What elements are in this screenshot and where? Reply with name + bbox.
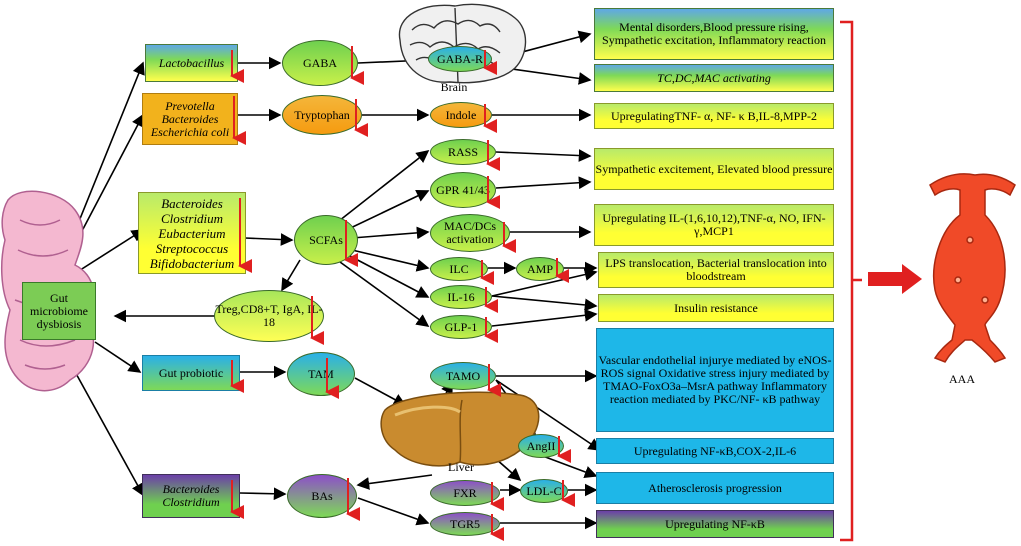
gaba-r-node: GABA-R bbox=[428, 46, 492, 72]
bacteria-name: Escherichia coli bbox=[150, 124, 230, 139]
outcome-atherosclerosis: Atherosclerosis progression bbox=[596, 472, 834, 504]
outcome-tnf: UpregulatingTNF- α, NF- κ B,IL-8,MPP-2 bbox=[594, 103, 834, 129]
il16-node: IL-16 bbox=[430, 285, 492, 309]
prevotella-box: Prevotella Bacteroides Escherichia coli bbox=[142, 93, 238, 145]
outcome-nfkb-cox: Upregulating NF-κB,COX-2,IL-6 bbox=[596, 438, 834, 464]
outcome-sympathetic: Sympathetic excitement, Elevated blood p… bbox=[594, 148, 834, 190]
outcome-nfkb: Upregulating NF-κB bbox=[596, 510, 834, 538]
scfa-bacteria-box: Bacteroides Clostridium Eubacterium Stre… bbox=[138, 192, 246, 274]
bacteria-name: Streptococcus bbox=[155, 240, 229, 256]
outcome-insulin: Insulin resistance bbox=[598, 294, 834, 322]
gaba-oval: GABA bbox=[282, 40, 358, 86]
bacteria-name: Bacteroides bbox=[161, 195, 223, 211]
ilc-node: ILC bbox=[430, 257, 488, 281]
tamo-node: TAMO bbox=[430, 362, 496, 390]
aaa-label: AAA bbox=[949, 372, 975, 386]
fxr-node: FXR bbox=[430, 480, 500, 506]
bacteria-name: Prevotella bbox=[165, 98, 215, 113]
mac-dc-node: MAC/DCs activation bbox=[430, 214, 510, 252]
outcome-mental: Mental disorders,Blood pressure rising, … bbox=[594, 8, 834, 60]
ldlc-node: LDL-C bbox=[520, 479, 568, 503]
tam-oval: TAM bbox=[287, 352, 355, 396]
outcome-lps: LPS translocation, Bacterial translocati… bbox=[598, 252, 834, 288]
amp-node: AMP bbox=[516, 257, 564, 281]
bacteria-name: Bifidobacterium bbox=[149, 255, 235, 271]
outcome-tc-dc: TC,DC,MAC activating bbox=[594, 64, 834, 92]
liver-label: Liver bbox=[448, 460, 474, 474]
ba-bacteria-box: Bacteroides Clostridium bbox=[142, 474, 240, 518]
treg-oval: Treg,CD8+T, IgA, IL-18 bbox=[214, 290, 324, 342]
outcome-vascular: Vascular endothelial injurye mediated by… bbox=[596, 328, 834, 432]
big-red-arrow bbox=[868, 264, 922, 294]
gut-probiotic-box: Gut probiotic bbox=[142, 355, 240, 391]
glp1-node: GLP-1 bbox=[430, 315, 492, 339]
bacteria-name: Eubacterium bbox=[158, 225, 226, 241]
arrows-middle bbox=[238, 30, 602, 530]
bacteria-name: Bacteroides bbox=[161, 111, 219, 126]
bacteria-name: Clostridium bbox=[162, 495, 220, 509]
scfas-oval: SCFAs bbox=[294, 215, 358, 265]
outcome-il: Upregulating IL-(1,6,10,12),TNF-α, NO, I… bbox=[594, 204, 834, 246]
tryptophan-oval: Tryptophan bbox=[282, 95, 362, 135]
indole-node: Indole bbox=[430, 102, 492, 128]
brain-label: Brain bbox=[440, 80, 468, 94]
tgr5-node: TGR5 bbox=[430, 512, 500, 536]
bas-oval: BAs bbox=[287, 474, 357, 518]
bacteria-name: Bacteroides bbox=[162, 482, 220, 496]
liver-icon bbox=[380, 391, 540, 467]
rass-node: RASS bbox=[430, 139, 496, 165]
gpr-node: GPR 41/43 bbox=[430, 172, 496, 208]
bacteria-name: Clostridium bbox=[160, 210, 224, 226]
lactobacillus-box: Lactobacillus bbox=[145, 44, 238, 82]
aaa-icon bbox=[929, 173, 1016, 363]
angii-node: AngII bbox=[518, 434, 564, 458]
gut-microbiome-dysbiosis: Gut microbiome dysbiosis bbox=[22, 282, 96, 340]
outcome-bracket bbox=[840, 20, 862, 542]
